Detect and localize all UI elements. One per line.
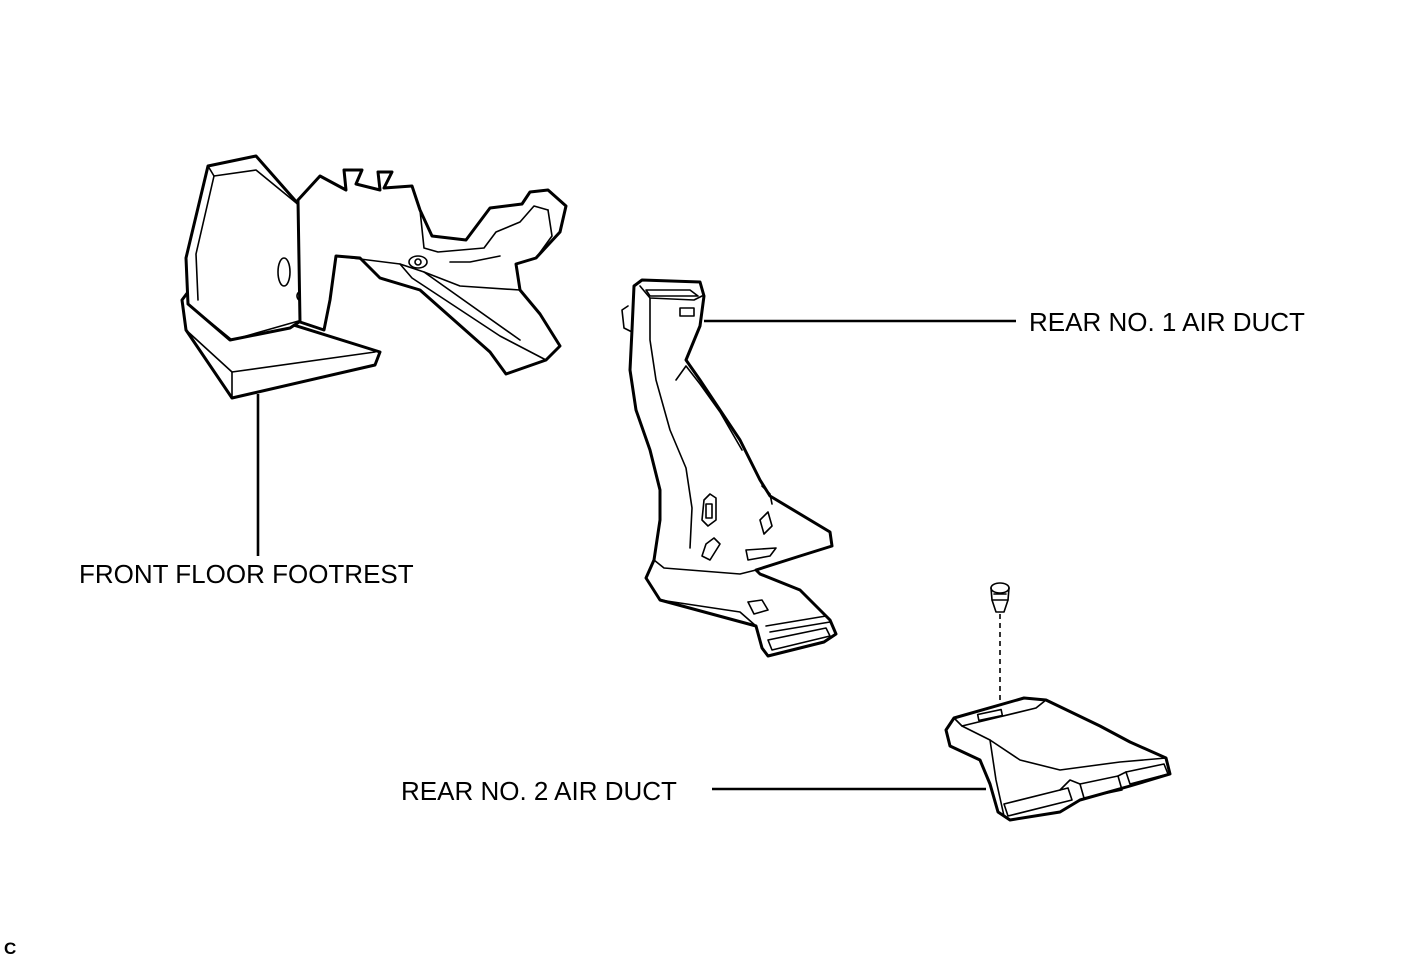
front-floor-footrest xyxy=(180,154,568,556)
rear-no1-air-duct xyxy=(621,278,1016,658)
figure-code: C xyxy=(4,939,17,958)
rear-no2-air-duct-label: REAR NO. 2 AIR DUCT xyxy=(401,776,677,806)
front-floor-footrest-label: FRONT FLOOR FOOTREST xyxy=(79,559,414,589)
clip-fastener xyxy=(990,582,1010,722)
rear-no1-air-duct-label: REAR NO. 1 AIR DUCT xyxy=(1029,307,1305,337)
rear-no2-air-duct xyxy=(712,582,1172,822)
